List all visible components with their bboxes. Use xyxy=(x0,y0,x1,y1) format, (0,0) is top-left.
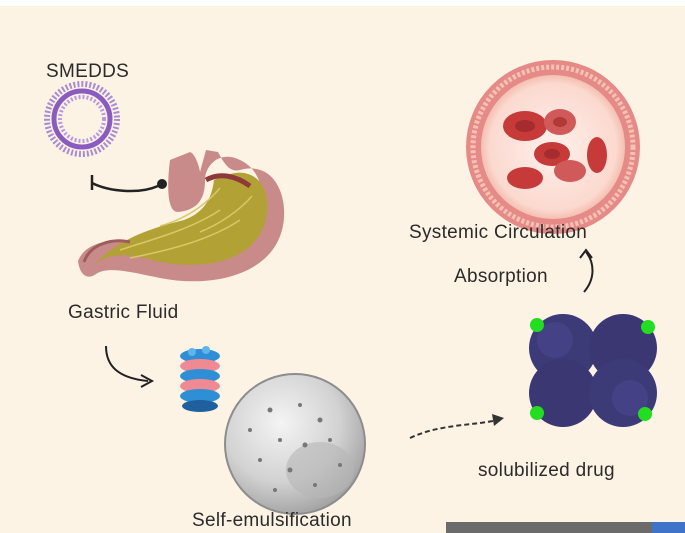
absorption-label: Absorption xyxy=(454,266,548,287)
curved-arrow-icon xyxy=(105,345,155,388)
surfactant-helix-icon xyxy=(180,346,220,412)
blood-vessel-icon xyxy=(466,60,640,234)
solubilized-drug-label: solubilized drug xyxy=(478,460,615,481)
gastric-fluid-label: Gastric Fluid xyxy=(68,302,179,323)
stomach-icon xyxy=(78,150,285,282)
smedds-label: SMEDDS xyxy=(46,61,130,82)
liposome-icon xyxy=(44,81,120,157)
arrow-icon xyxy=(90,175,167,193)
self-emulsification-label: Self-emulsification xyxy=(192,510,352,531)
scroll-right-button[interactable] xyxy=(652,522,685,533)
horizontal-scrollbar[interactable] xyxy=(446,522,652,533)
dashed-arrow-icon xyxy=(409,414,504,439)
emulsion-droplet-icon xyxy=(224,373,366,515)
drug-cluster-icon xyxy=(529,314,657,427)
top-border xyxy=(0,0,685,6)
systemic-circulation-label: Systemic Circulation xyxy=(409,222,588,243)
absorption-arrow-icon xyxy=(579,248,594,293)
